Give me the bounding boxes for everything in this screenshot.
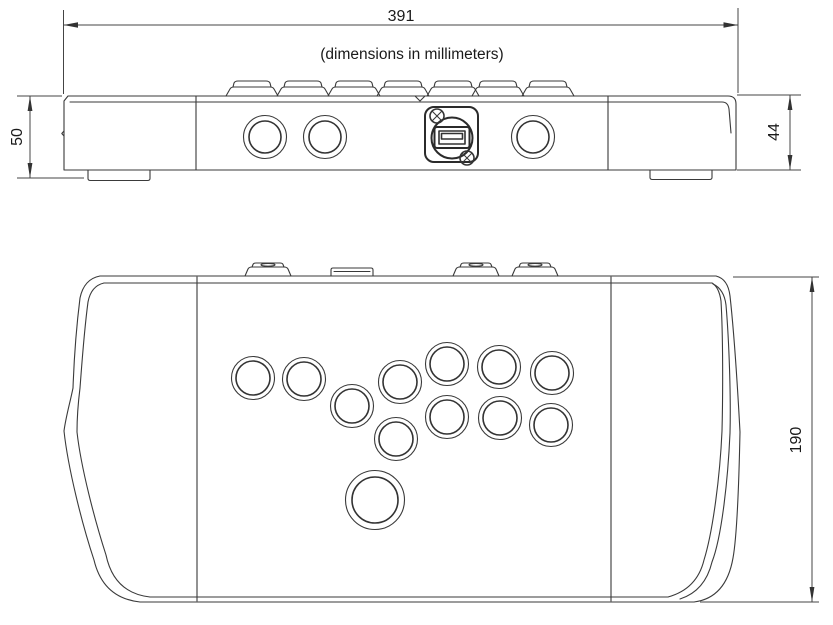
arrowhead-down [27, 163, 33, 178]
rubber-foot-right [649, 169, 713, 181]
aux-connector-hole [510, 114, 556, 160]
arrowhead-up [809, 277, 815, 292]
back-edge-button [244, 262, 292, 277]
button-plunger [276, 80, 330, 97]
usb-connector [424, 106, 479, 166]
dimension-height-body-label: 44 [766, 123, 783, 141]
dimension-width: 391 [63, 8, 739, 94]
case-top-outline [63, 275, 741, 603]
arrowhead-up [27, 96, 33, 111]
back-edge-switch [330, 267, 374, 277]
back-edge-button [511, 262, 559, 277]
usb-a-port [433, 126, 471, 149]
arrowhead-down [787, 155, 793, 170]
direction-button-down [281, 356, 327, 402]
button-plunger [225, 80, 279, 97]
plunger-overlap-notch [414, 95, 426, 102]
attack-button [528, 402, 574, 448]
dimension-width-label: 391 [388, 8, 415, 25]
button-plunger [327, 80, 381, 97]
attack-button [424, 341, 470, 387]
aux-connector-hole [302, 114, 348, 160]
attack-button [477, 395, 523, 441]
back-edge-button [452, 262, 500, 277]
side-view-button-plungers [225, 80, 575, 102]
arrowhead-left [63, 22, 78, 28]
right-side-outer [693, 275, 741, 603]
attack-button [424, 394, 470, 440]
dimension-height-body: 44 [737, 94, 801, 171]
usb-screw-top-left [429, 108, 445, 124]
units-note: (dimensions in millimeters) [320, 46, 503, 63]
usb-mount-plate [424, 106, 479, 163]
direction-button-left [230, 355, 276, 401]
button-layout [230, 341, 575, 531]
button-plunger [376, 80, 430, 97]
left-side-inner [76, 282, 151, 598]
button-plunger [521, 80, 575, 97]
case-front-outline [61, 95, 737, 182]
front-view: 391 (dimensions in millimeters) [9, 8, 801, 182]
left-edge-seam [61, 130, 65, 137]
back-edge-buttons [244, 262, 559, 277]
arrowhead-down [809, 587, 815, 602]
button-plunger [426, 80, 480, 97]
rubber-foot-left [87, 169, 151, 182]
top-panel-edge [69, 101, 732, 134]
jump-button [344, 469, 406, 531]
dimension-depth-label: 190 [788, 427, 805, 454]
attack-button [377, 359, 423, 405]
usb-bezel-circle [430, 116, 474, 160]
attack-button [476, 344, 522, 390]
dimension-height-overall: 50 [9, 95, 84, 179]
usb-screw-bottom-right [459, 150, 475, 166]
right-side-inner [667, 282, 724, 598]
attack-button [529, 350, 575, 396]
arrowhead-right [723, 22, 738, 28]
front-panel-connectors [242, 106, 556, 166]
attack-button [373, 416, 419, 462]
arrowhead-up [787, 95, 793, 110]
dimension-height-overall-label: 50 [9, 128, 26, 146]
aux-connector-hole [242, 114, 288, 160]
dimension-depth: 190 [700, 276, 819, 603]
right-side-mid [679, 283, 731, 600]
left-side-outer [63, 275, 141, 603]
top-view: 190 [63, 262, 819, 603]
button-plunger [471, 80, 525, 97]
direction-button-right [329, 383, 375, 429]
